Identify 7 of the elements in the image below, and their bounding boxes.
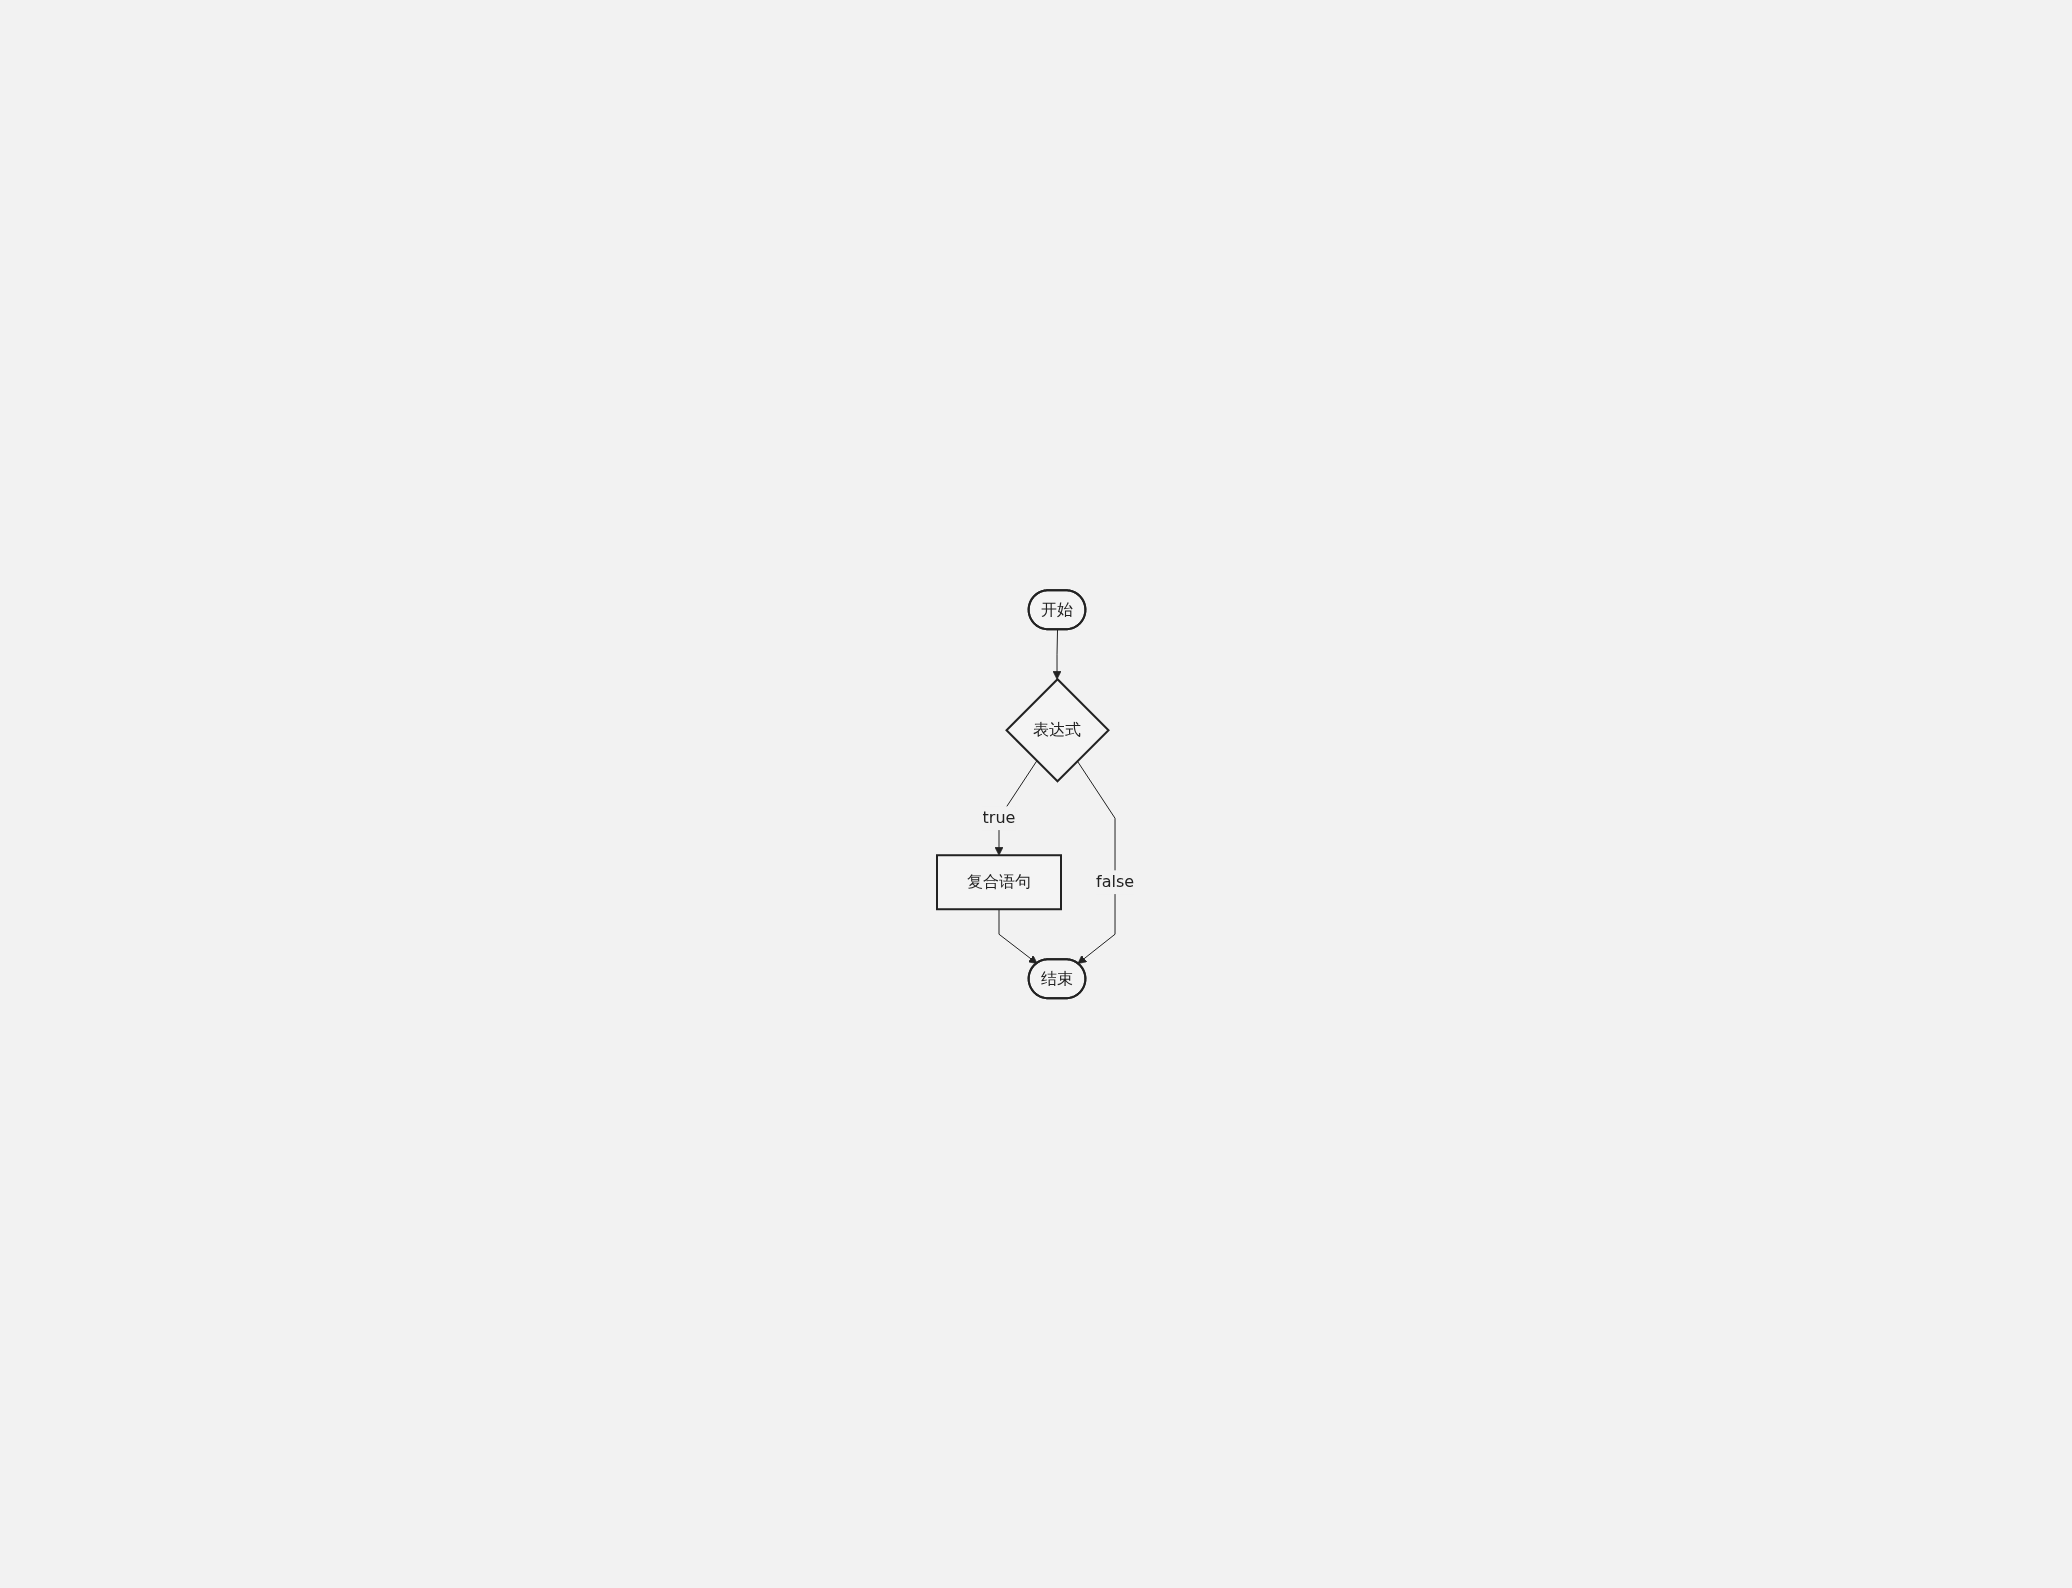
arrow [1077, 760, 1116, 964]
edge-label: true [983, 808, 1016, 827]
edge-label: false [1096, 872, 1135, 891]
node-diamond: 表达式 [1005, 677, 1111, 783]
node-box: 复合语句 [936, 854, 1063, 910]
arrow [1053, 629, 1062, 680]
arrow [998, 908, 1038, 964]
